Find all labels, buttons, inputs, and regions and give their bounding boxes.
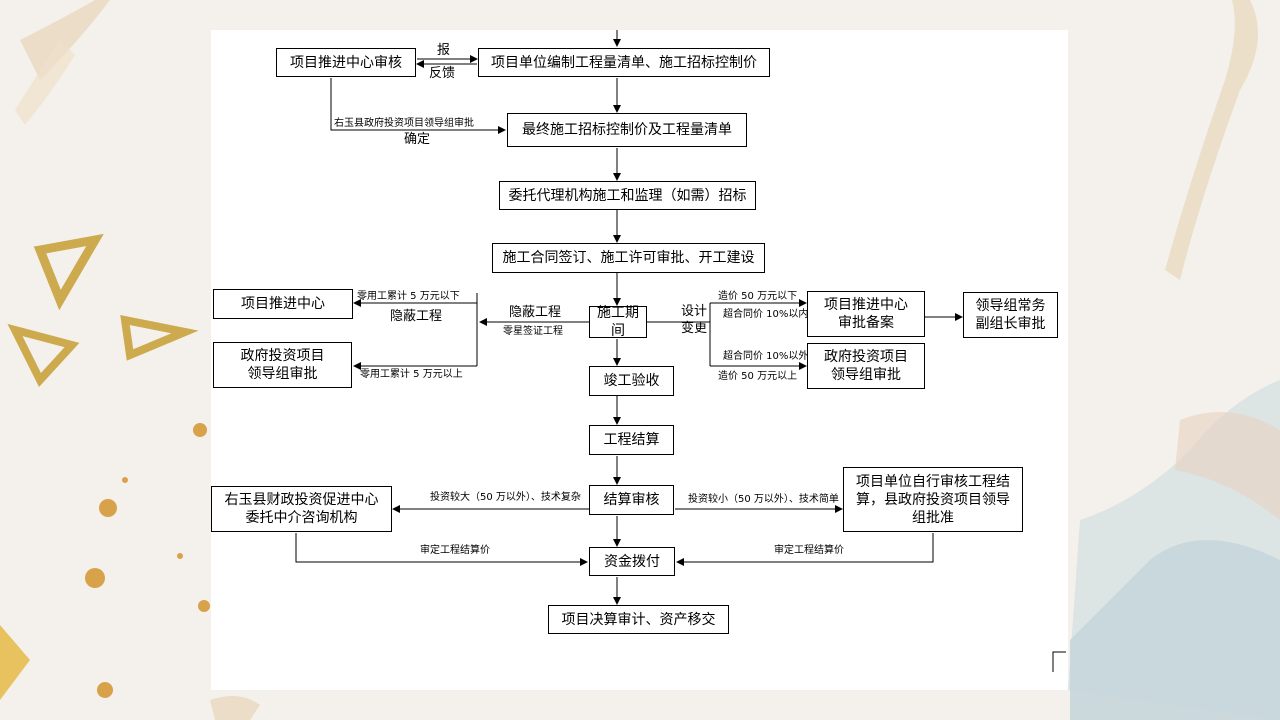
fund-allocation-box: 资金拨付 — [589, 547, 675, 576]
leader-approval-label: 右玉县政府投资项目领导组审批 — [334, 118, 474, 129]
invest-large-label: 投资较大（50 万以外）、技术复杂 — [430, 492, 581, 503]
unit-compile-box: 项目单位编制工程量清单、施工招标控制价 — [478, 48, 770, 77]
gov-group-left-box: 政府投资项目 领导组审批 — [213, 342, 352, 388]
settlement-review-box: 结算审核 — [589, 485, 674, 515]
completion-box: 竣工验收 — [589, 366, 674, 396]
contract-sign-box: 施工合同签订、施工许可审批、开工建设 — [492, 243, 765, 273]
final-price-box: 最终施工招标控制价及工程量清单 — [507, 113, 747, 147]
feedback-label: 反馈 — [429, 66, 456, 81]
settlement-box: 工程结算 — [589, 425, 674, 455]
deputy-leader-box: 领导组常务 副组长审批 — [963, 292, 1058, 338]
approved-price-left-label: 审定工程结算价 — [420, 545, 490, 556]
construction-period-box: 施工期间 — [589, 305, 647, 339]
small-visa-label: 零星签证工程 — [503, 326, 563, 337]
cost-over-5-label: 零用工累计 5 万元以上 — [360, 369, 463, 380]
cost-over-50-label: 造价 50 万元以上 — [718, 371, 798, 382]
center-left-box: 项目推进中心 — [213, 289, 353, 319]
hidden-works-label: 隐蔽工程 — [509, 305, 562, 320]
report-label: 报 — [437, 43, 451, 58]
entrust-agency-box: 委托代理机构施工和监理（如需）招标 — [499, 181, 756, 210]
design-label: 设计 — [681, 304, 708, 319]
center-review-box: 项目推进中心审核 — [276, 48, 416, 77]
contract-within-10-label: 超合同价 10%以内 — [723, 309, 809, 320]
gov-group-right-box: 政府投资项目 领导组审批 — [807, 343, 925, 389]
center-filing-box: 项目推进中心 审批备案 — [807, 291, 925, 337]
confirm-label: 确定 — [404, 132, 431, 147]
invest-small-label: 投资较小（50 万以外）、技术简单 — [688, 494, 839, 505]
approved-price-right-label: 审定工程结算价 — [774, 545, 844, 556]
cost-under-50-label: 造价 50 万元以下 — [718, 291, 798, 302]
hidden-works-label-2: 隐蔽工程 — [390, 309, 443, 324]
unit-self-review-box: 项目单位自行审核工程结 算，县政府投资项目领导 组批准 — [843, 467, 1023, 532]
change-label: 变更 — [681, 321, 708, 336]
contract-over-10-label: 超合同价 10%以外 — [723, 351, 809, 362]
finance-center-box: 右玉县财政投资促进中心 委托中介咨询机构 — [211, 486, 392, 532]
cost-under-5-label: 零用工累计 5 万元以下 — [357, 291, 460, 302]
final-audit-box: 项目决算审计、资产移交 — [548, 605, 729, 634]
